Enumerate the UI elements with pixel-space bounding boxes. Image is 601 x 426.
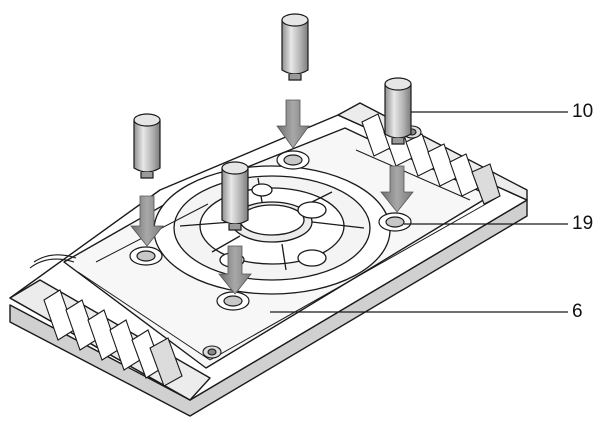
leader-lines [270,111,568,313]
arrow-down-icon [218,245,252,295]
plate-rails [77,149,501,361]
pins [133,13,412,231]
arrow-down-icon [130,195,164,247]
pin-left [133,113,161,179]
right-clamp-ribs [361,113,501,205]
callout-label-10: 10 [572,101,594,122]
pin-top [281,13,309,81]
callout-label-6: 6 [572,301,583,322]
left-clamp-ribs [29,254,183,387]
callout-label-19: 19 [572,213,594,234]
receiving-holes [129,150,412,311]
pin-right [384,77,412,145]
center-hub [153,165,391,295]
insertion-arrows [130,99,414,295]
arrow-down-icon [380,165,414,213]
arrow-down-icon [276,99,310,149]
pin-center [221,161,249,231]
